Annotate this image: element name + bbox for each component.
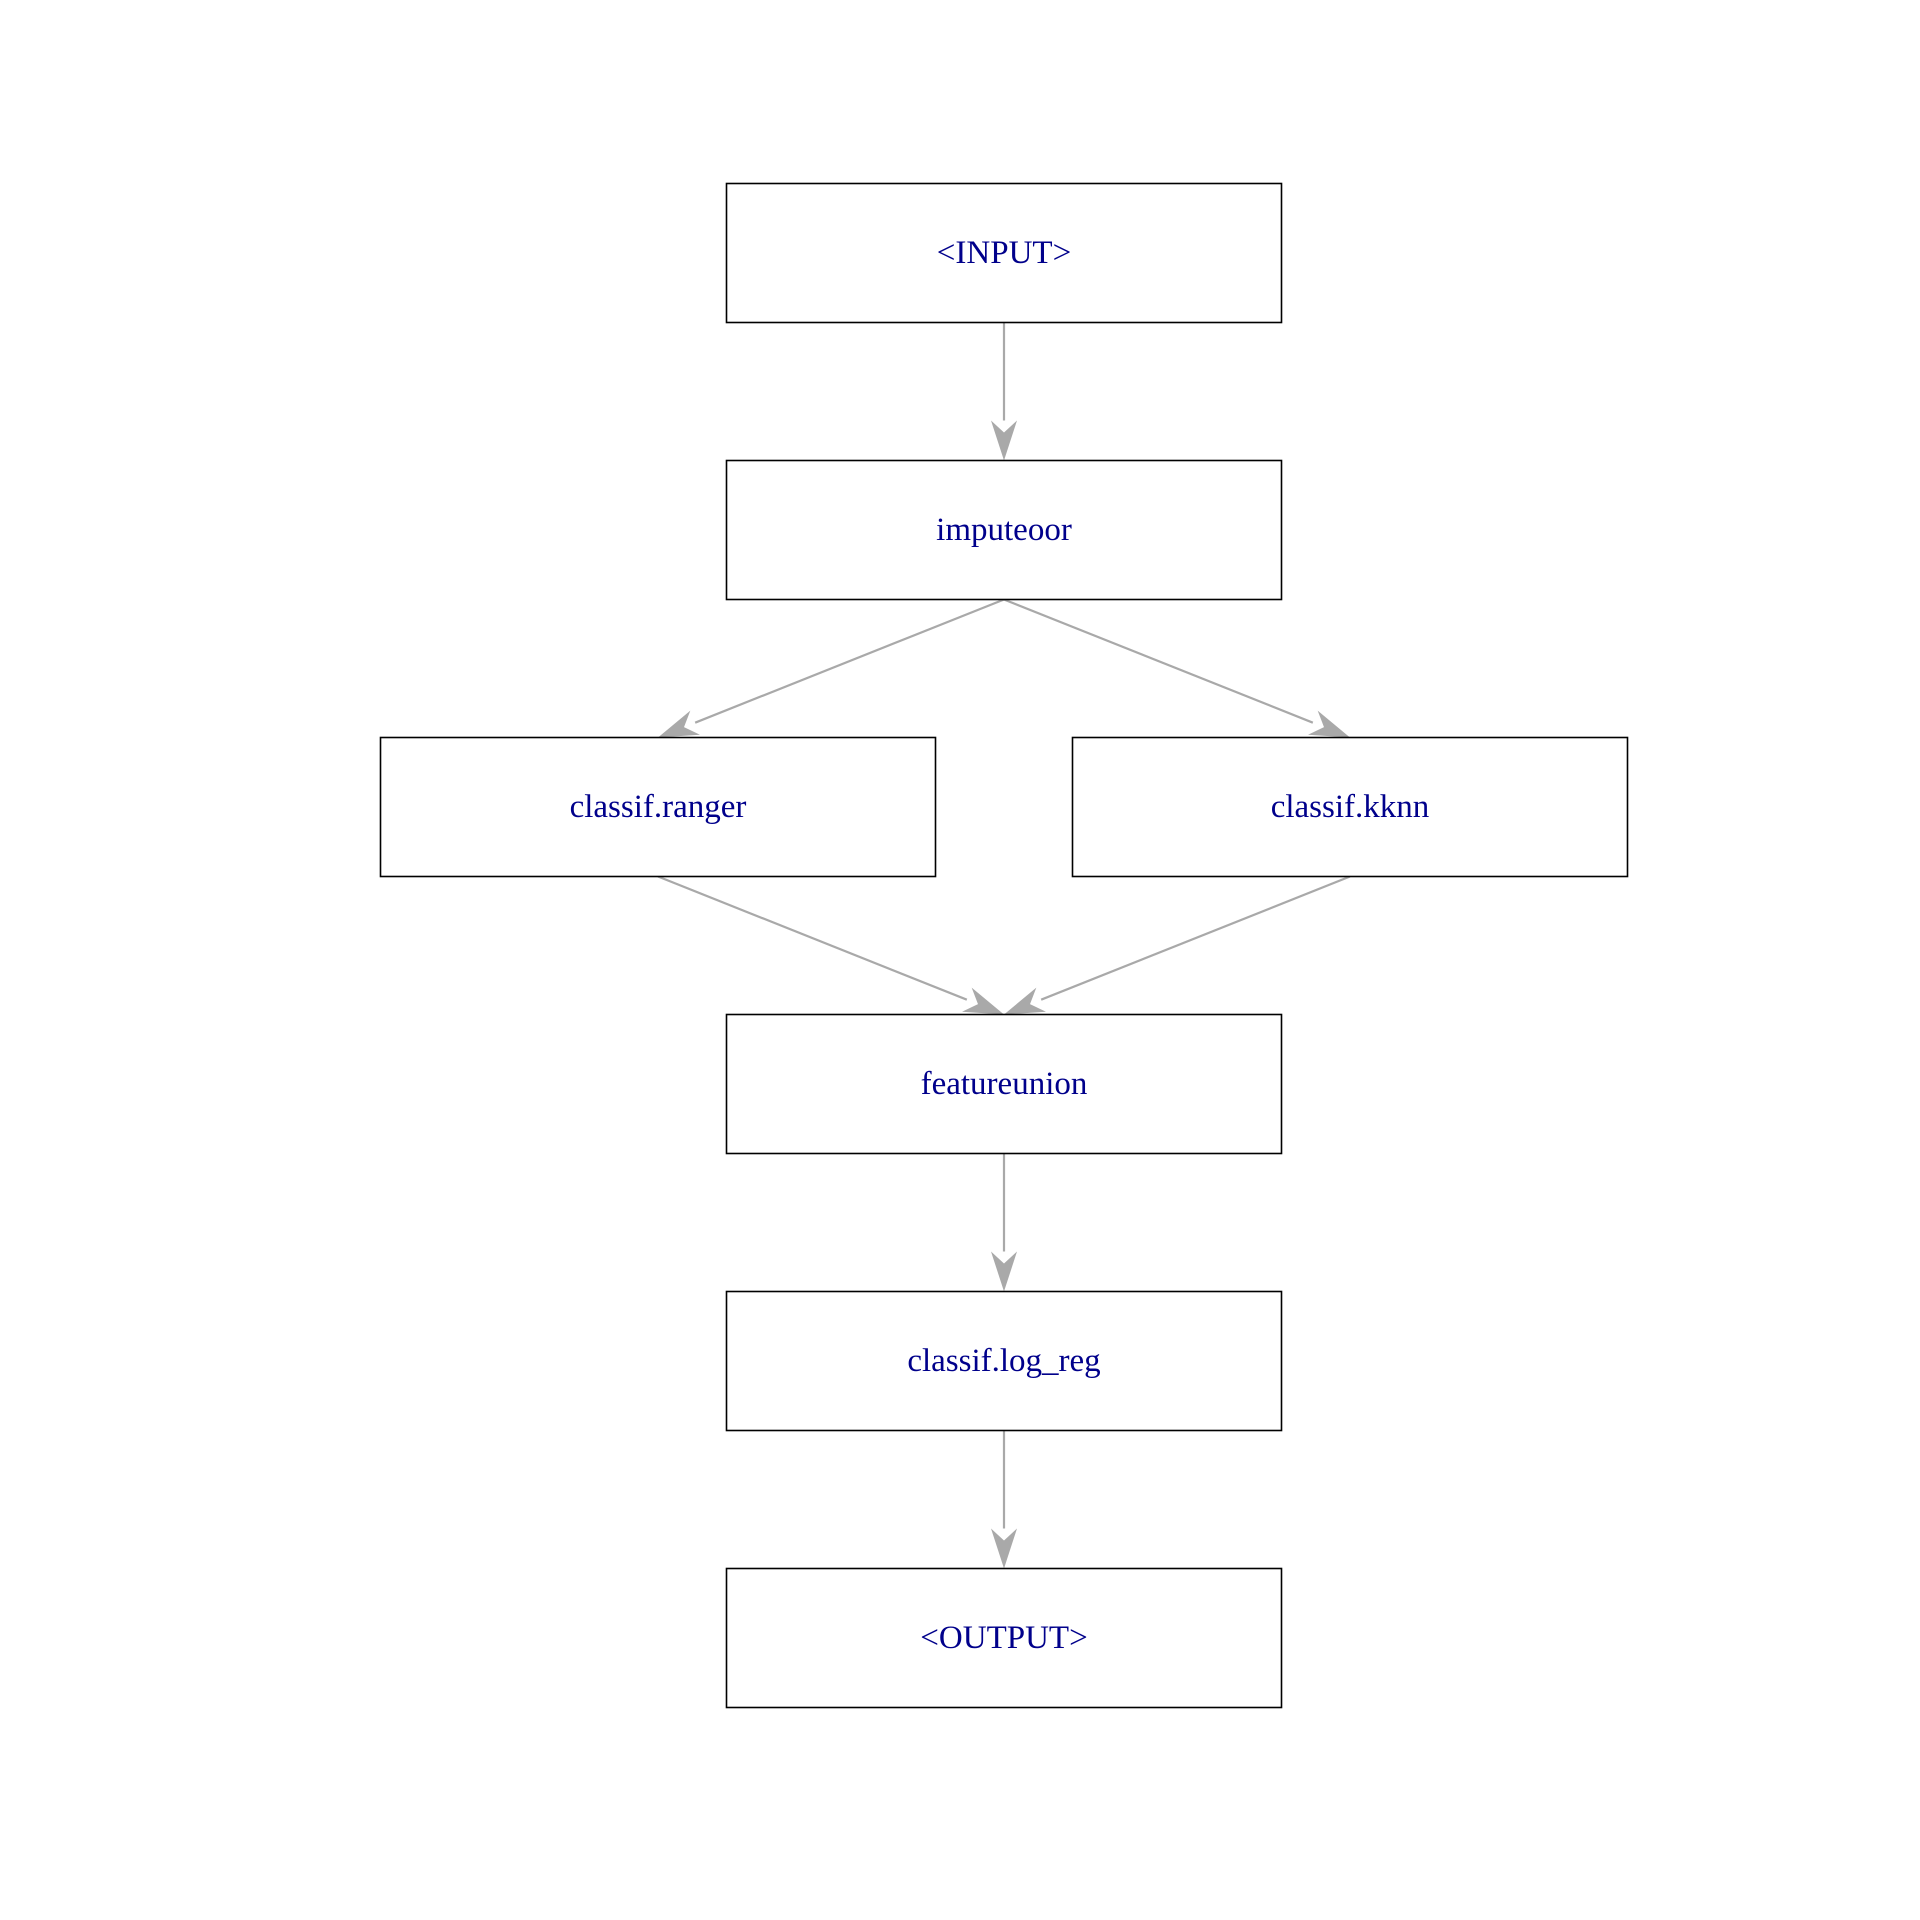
- edges-layer: [657, 322, 1351, 1569]
- node-imputeoor: imputeoor: [725, 459, 1283, 601]
- node-box: [725, 182, 1283, 324]
- node-box: [725, 1567, 1283, 1709]
- nodes-layer: <INPUT> imputeoor classif.ranger classif.kk…: [379, 182, 1629, 1709]
- node-box: [725, 459, 1283, 601]
- node-classif-kknn: classif.kknn: [1071, 736, 1629, 878]
- node-input: <INPUT>: [725, 182, 1283, 324]
- edge-imputeoor-to-classif-ranger: [658, 598, 1005, 738]
- node-label: featureunion: [921, 1066, 1088, 1102]
- node-classif-ranger: classif.ranger: [379, 736, 937, 878]
- edge-imputeoor-to-classif-kknn: [1003, 598, 1350, 738]
- node-label: classif.ranger: [570, 789, 747, 825]
- node-label: <OUTPUT>: [920, 1620, 1087, 1656]
- node-featureunion: featureunion: [725, 1013, 1283, 1155]
- node-box: [725, 1013, 1283, 1155]
- edge-line: [1003, 598, 1314, 724]
- arrowhead-icon: [962, 987, 1004, 1015]
- node-box: [379, 736, 937, 878]
- edge-line: [657, 875, 968, 1001]
- arrowhead-icon: [658, 710, 700, 738]
- edge-input-to-imputeoor: [991, 322, 1017, 461]
- arrowhead-icon: [1308, 710, 1350, 738]
- edge-featureunion-to-classif-log-reg: [991, 1153, 1017, 1292]
- node-label: <INPUT>: [937, 235, 1071, 271]
- arrowhead-icon: [1004, 987, 1046, 1015]
- node-label: classif.kknn: [1271, 789, 1430, 825]
- edge-classif-kknn-to-featureunion: [1004, 875, 1351, 1015]
- node-label: imputeoor: [936, 512, 1072, 548]
- edge-classif-ranger-to-featureunion: [657, 875, 1004, 1015]
- arrowhead-icon: [991, 1528, 1017, 1569]
- node-label: classif.log_reg: [907, 1343, 1100, 1379]
- edge-line: [1040, 875, 1351, 1001]
- node-output: <OUTPUT>: [725, 1567, 1283, 1709]
- arrowhead-icon: [991, 420, 1017, 461]
- arrowhead-icon: [991, 1251, 1017, 1292]
- node-box: [725, 1290, 1283, 1432]
- node-box: [1071, 736, 1629, 878]
- node-classif-log-reg: classif.log_reg: [725, 1290, 1283, 1432]
- edge-classif-log-reg-to-output: [991, 1430, 1017, 1569]
- edge-line: [694, 598, 1005, 724]
